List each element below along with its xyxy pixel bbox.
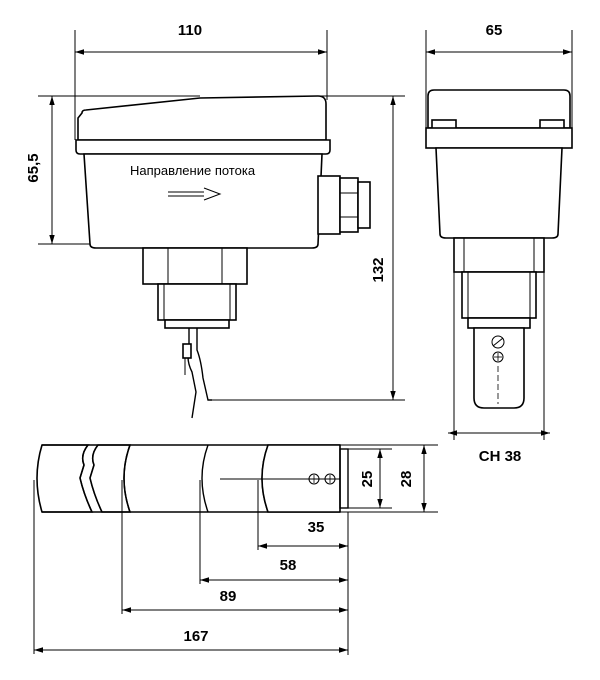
side-paddle — [473, 327, 525, 409]
dim-paddle-length-35: 35 — [308, 519, 325, 536]
side-thread — [461, 271, 537, 319]
dim-total-height: 132 — [370, 257, 387, 282]
paddle-segment-1 — [201, 444, 209, 513]
dimension-lines — [33, 30, 573, 655]
dim-paddle-length-58: 58 — [280, 557, 297, 574]
paddle-view — [36, 444, 349, 513]
dim-paddle-length-89: 89 — [220, 588, 237, 605]
dim-housing-height: 65,5 — [25, 153, 42, 182]
hex-nut — [142, 247, 248, 285]
thread — [157, 283, 237, 329]
dim-paddle-inner-width: 25 — [359, 471, 376, 488]
dim-paddle-length-167: 167 — [183, 628, 208, 645]
dim-paddle-outer-width: 28 — [398, 471, 415, 488]
paddle-side — [182, 328, 212, 419]
housing-lid — [77, 95, 327, 141]
housing-flange — [75, 139, 331, 155]
paddle-segment-4 — [36, 444, 94, 513]
dim-wrench-size: CH 38 — [479, 448, 522, 465]
side-hex-nut — [453, 237, 545, 273]
housing-body — [83, 153, 323, 249]
paddle-segment-2 — [123, 444, 131, 513]
flow-direction-label: Направление потока — [130, 163, 256, 178]
dim-housing-depth: 65 — [486, 22, 503, 39]
front-view: Направление потока — [75, 95, 371, 419]
side-housing-body — [435, 147, 563, 239]
cable-gland — [317, 175, 371, 235]
flow-arrow — [168, 187, 222, 201]
dim-housing-width: 110 — [178, 22, 202, 39]
side-view — [425, 89, 573, 409]
